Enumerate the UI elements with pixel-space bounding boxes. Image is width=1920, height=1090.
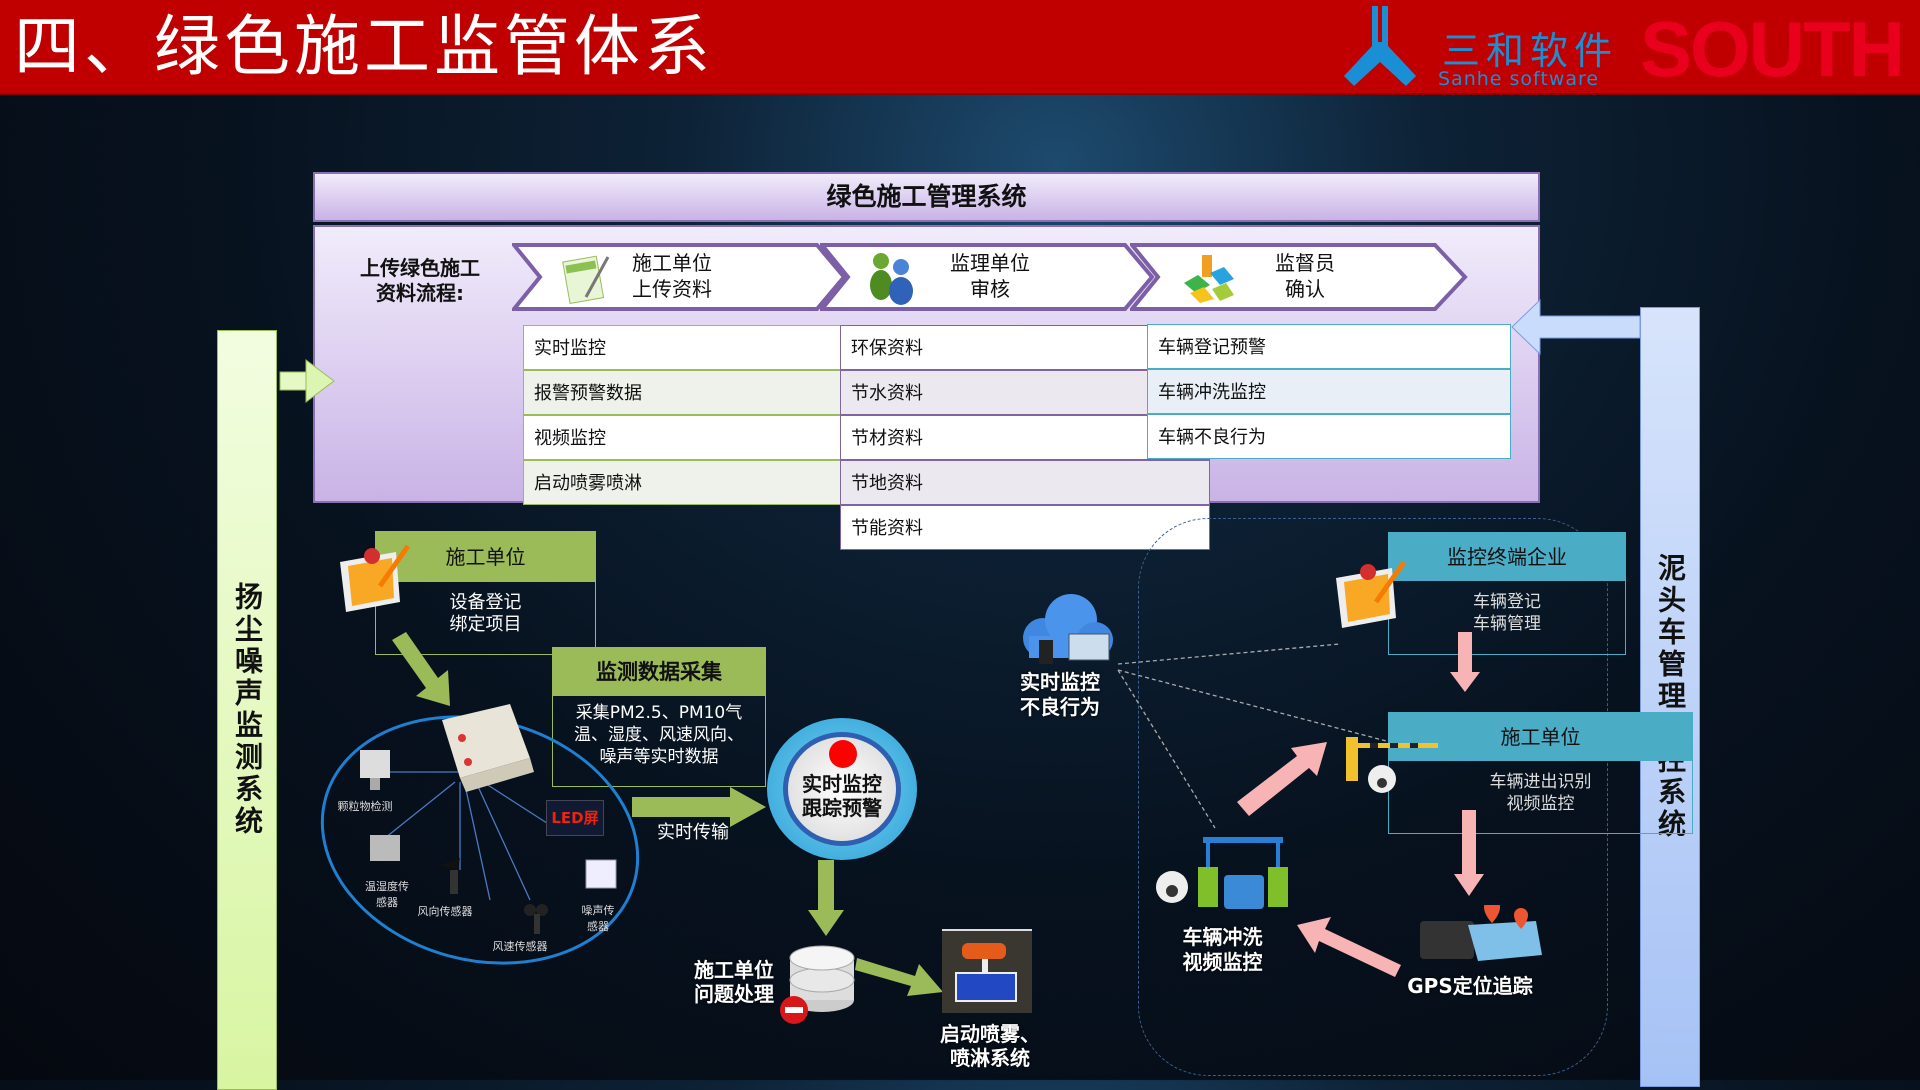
unit-vehicle-title: 施工单位: [1389, 713, 1692, 761]
sprayer-image: [942, 929, 1032, 1013]
cloud-monitor-icon: [1023, 594, 1113, 664]
data-collect-title: 监测数据采集: [553, 648, 765, 696]
unit-register-line1: 设备登记: [449, 592, 522, 613]
particle-sensor-icon: [360, 750, 390, 790]
memo-pin-icon: [1336, 560, 1407, 628]
arrow-left-up-icon: [1297, 917, 1401, 977]
sensor-label: 温湿度传感器: [365, 880, 409, 909]
arrow-right-icon: [855, 958, 943, 996]
logo-chinese: 三和软件: [1442, 29, 1619, 73]
flow-label-line2: 资料流程:: [376, 281, 464, 305]
memo-pin-icon: [340, 544, 411, 612]
led-screen: LED屏: [546, 800, 604, 836]
transfer-label: 实时传输: [657, 822, 729, 843]
sensor-label: 风速传感器: [492, 940, 548, 953]
cloud-line2: 不良行为: [1020, 695, 1100, 719]
arrow-down-icon: [1450, 632, 1480, 692]
wash-line1: 车辆冲洗: [1182, 925, 1263, 949]
step-review-line2: 审核: [970, 277, 1010, 301]
enterprise-title: 监控终端企业: [1389, 533, 1625, 581]
arrow-down-icon: [1454, 810, 1484, 896]
alert-button[interactable]: 实时监控跟踪预警: [767, 718, 917, 860]
users-icon: [870, 253, 913, 305]
page-title: 四、绿色施工监管体系: [14, 8, 714, 85]
unit-vehicle-line2: 视频监控: [1506, 794, 1575, 814]
gps-tracker-icon: [1420, 905, 1542, 961]
step-review-line1: 监理单位: [950, 251, 1030, 275]
doc-item: 节地资料: [840, 460, 1210, 505]
arrow-left-icon: [1511, 298, 1641, 356]
south-logo: SOUTH: [1640, 5, 1905, 93]
inspector-icon: [1184, 255, 1234, 303]
car-wash-icon: [1156, 837, 1288, 909]
step-upload-line2: 上传资料: [632, 277, 712, 301]
enterprise-line2: 车辆管理: [1473, 614, 1541, 634]
arrow-down-icon: [808, 860, 844, 936]
enterprise-box: 监控终端企业 车辆登记车辆管理: [1388, 532, 1626, 655]
sensor-label: 噪声传感器: [581, 904, 615, 933]
data-collect-box: 监测数据采集 采集PM2.5、PM10气温、湿度、风速风向、噪声等实时数据: [552, 647, 766, 787]
doc-item: 节能资料: [840, 505, 1210, 550]
step-confirm: 监督员确认: [1130, 243, 1468, 311]
dust-item: 启动喷雾喷淋: [523, 460, 841, 505]
data-collect-line1: 采集PM2.5、PM10气: [575, 703, 743, 723]
handle-line1: 施工单位: [694, 958, 774, 982]
dust-noise-system-bar: 扬尘噪声监测系统: [217, 330, 277, 1090]
arrow-down-right-icon: [392, 632, 450, 706]
arrow-right-icon: [279, 359, 335, 403]
wind-speed-sensor-icon: [524, 904, 548, 934]
unit-vehicle-line1: 车辆进出识别: [1489, 772, 1592, 792]
step-confirm-line2: 确认: [1285, 277, 1325, 301]
step-upload: 施工单位上传资料: [512, 243, 847, 311]
step-confirm-line1: 监督员: [1275, 251, 1335, 275]
noise-sensor-icon: [585, 859, 617, 889]
data-collect-line3: 噪声等实时数据: [599, 747, 719, 767]
step-upload-line1: 施工单位: [632, 251, 712, 275]
vehicle-item: 车辆冲洗监控: [1147, 369, 1511, 414]
alert-line1: 实时监控: [802, 772, 882, 796]
flow-label: 上传绿色施工资料流程:: [350, 256, 490, 306]
data-collect-line2: 温、湿度、风速风向、: [574, 725, 744, 745]
unit-vehicle-box: 施工单位 车辆进出识别视频监控: [1388, 712, 1693, 834]
unit-register-title: 施工单位: [376, 532, 595, 582]
step-review: 监理单位审核: [820, 243, 1155, 311]
spray-line2: 喷淋系统: [950, 1046, 1030, 1070]
barrier-camera-icon: [1346, 737, 1438, 793]
sensor-network: [320, 704, 640, 965]
sensor-label: 风向传感器: [417, 905, 473, 918]
alert-line2: 跟踪预警: [802, 796, 882, 820]
vehicle-item: 车辆不良行为: [1147, 414, 1511, 459]
temp-humidity-sensor-icon: [370, 835, 400, 861]
logo-english: Sanhe software: [1438, 68, 1600, 90]
dashed-links: [1117, 643, 1391, 829]
flow-label-line1: 上传绿色施工: [360, 256, 480, 280]
truck-system-bar: 泥头车管理监控系统: [1640, 307, 1700, 1087]
dust-noise-system-title: 扬尘噪声监测系统: [231, 582, 264, 838]
database-icon: [780, 945, 855, 1024]
dust-item: 报警预警数据: [523, 370, 841, 415]
system-title: 绿色施工管理系统: [313, 172, 1540, 222]
unit-register-line2: 绑定项目: [449, 614, 522, 635]
vehicle-item: 车辆登记预警: [1147, 324, 1511, 369]
gateway-device-icon: [442, 704, 534, 792]
handle-line2: 问题处理: [694, 982, 774, 1006]
cloud-line1: 实时监控: [1020, 670, 1100, 694]
dust-item: 实时监控: [523, 325, 841, 370]
header-bar: 四、绿色施工监管体系 三和软件 Sanhe software SOUTH: [0, 0, 1920, 95]
gps-label: GPS定位追踪: [1407, 974, 1533, 998]
arrow-right-icon: [632, 787, 766, 827]
enterprise-line1: 车辆登记: [1473, 592, 1541, 612]
arrow-up-right-icon: [1237, 742, 1327, 816]
wind-direction-sensor-icon: [440, 858, 460, 894]
wash-line2: 视频监控: [1182, 950, 1263, 974]
sensor-label: 颗粒物检测: [337, 800, 393, 813]
red-dot-icon: [829, 740, 857, 768]
truck-monitor-region: [1138, 518, 1608, 1076]
notepad-icon: [562, 255, 610, 305]
dust-item: 视频监控: [523, 415, 841, 460]
spray-line1: 启动喷雾、: [940, 1022, 1040, 1046]
sanhe-logo-icon: [1344, 6, 1416, 86]
truck-system-title: 泥头车管理监控系统: [1654, 553, 1687, 841]
